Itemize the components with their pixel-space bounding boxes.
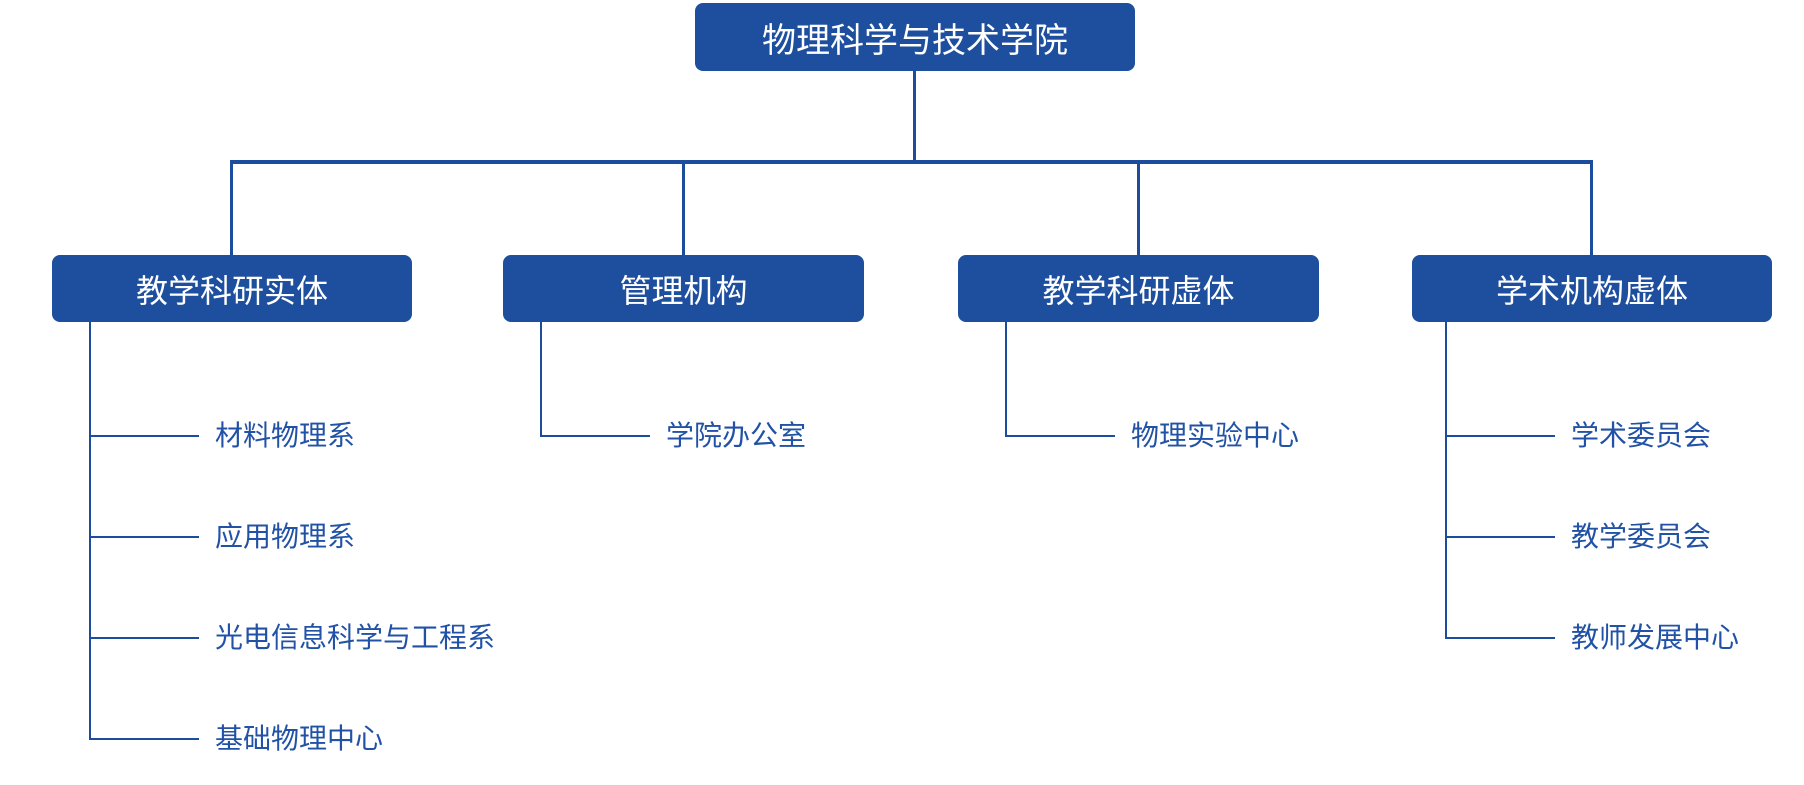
leaf-stub bbox=[89, 637, 199, 639]
org-node-root[interactable]: 物理科学与技术学院 bbox=[695, 3, 1135, 71]
org-leaf-label[interactable]: 物理实验中心 bbox=[1131, 420, 1300, 451]
leaf-stub bbox=[1445, 435, 1555, 437]
org-node-branch-label: 教学科研虚体 bbox=[1042, 272, 1235, 309]
connector-trunk bbox=[913, 71, 916, 162]
org-node-branch-label: 学术机构虚体 bbox=[1495, 272, 1688, 309]
branch-rail bbox=[89, 322, 91, 739]
connector-drop bbox=[682, 160, 685, 255]
org-leaf-label[interactable]: 学院办公室 bbox=[666, 420, 807, 451]
connector-drop bbox=[1590, 160, 1593, 255]
org-node-root-label: 物理科学与技术学院 bbox=[762, 21, 1068, 60]
leaf-stub bbox=[540, 435, 650, 437]
branch-rail bbox=[540, 322, 542, 437]
leaf-stub bbox=[1445, 637, 1555, 639]
org-leaf-label[interactable]: 材料物理系 bbox=[215, 420, 356, 451]
branch-rail bbox=[1005, 322, 1007, 437]
leaf-stub bbox=[1005, 435, 1115, 437]
org-leaf-label[interactable]: 光电信息科学与工程系 bbox=[215, 622, 496, 653]
org-leaf-label[interactable]: 应用物理系 bbox=[215, 521, 356, 552]
leaf-stub bbox=[89, 536, 199, 538]
org-leaf-label[interactable]: 教师发展中心 bbox=[1571, 622, 1740, 653]
org-leaf-label[interactable]: 教学委员会 bbox=[1571, 521, 1712, 552]
org-node-branch-3[interactable]: 教学科研虚体 bbox=[958, 255, 1319, 322]
leaf-stub bbox=[89, 435, 199, 437]
connector-drop bbox=[1137, 160, 1140, 255]
org-leaf-label[interactable]: 学术委员会 bbox=[1571, 420, 1712, 451]
branch-rail bbox=[1445, 322, 1447, 639]
org-node-branch-label: 管理机构 bbox=[619, 272, 748, 309]
org-node-branch-1[interactable]: 教学科研实体 bbox=[52, 255, 412, 322]
leaf-stub bbox=[1445, 536, 1555, 538]
connector-bus bbox=[230, 160, 1593, 164]
org-node-branch-4[interactable]: 学术机构虚体 bbox=[1412, 255, 1772, 322]
org-node-branch-2[interactable]: 管理机构 bbox=[503, 255, 864, 322]
leaf-stub bbox=[89, 738, 199, 740]
connector-drop bbox=[230, 160, 233, 255]
org-node-branch-label: 教学科研实体 bbox=[135, 272, 328, 309]
org-leaf-label[interactable]: 基础物理中心 bbox=[215, 723, 384, 754]
